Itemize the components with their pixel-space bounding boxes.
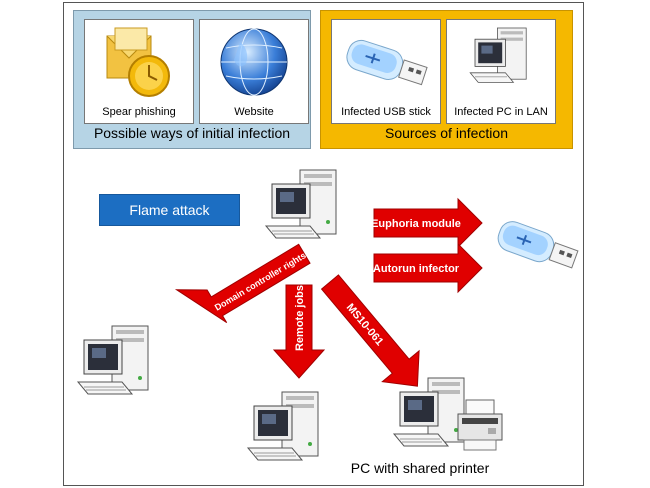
card-label: Infected USB stick (341, 106, 431, 118)
sources-caption: Sources of infection (385, 125, 508, 141)
lan-pc-card: Infected PC in LAN (446, 19, 556, 124)
ms10-arrow: MS10-061 (320, 274, 420, 387)
autorun-label: Autorun infector (373, 263, 460, 275)
card-label: Infected PC in LAN (454, 106, 548, 118)
card-label: Website (234, 106, 274, 118)
domain-controller-pc-icon (77, 325, 149, 395)
euphoria-arrow: Euphoria module (371, 197, 483, 249)
central-pc-icon (265, 169, 337, 239)
remote-jobs-pc-icon (247, 391, 319, 461)
printer-pc-icon (393, 377, 465, 447)
flame-attack-title: Flame attack (99, 194, 240, 226)
printer-pc-caption: PC with shared printer (350, 460, 490, 476)
website-card: Website (199, 19, 309, 124)
initial-infection-caption: Possible ways of initial infection (93, 125, 291, 141)
usb-card: Infected USB stick (331, 19, 441, 124)
spear-phishing-card: Spear phishing (84, 19, 194, 124)
autorun-arrow: Autorun infector (373, 242, 483, 294)
usb-stick-icon (346, 39, 428, 86)
outlook-icon (106, 27, 170, 97)
usb-stick-icon (497, 221, 579, 269)
euphoria-label: Euphoria module (371, 218, 461, 230)
card-label: Spear phishing (102, 106, 176, 118)
remote-jobs-arrow: Remote jobs (272, 284, 326, 379)
pc-icon (469, 27, 527, 83)
remote-jobs-label: Remote jobs (294, 285, 306, 351)
printer-icon (457, 399, 503, 451)
globe-icon (220, 28, 288, 96)
